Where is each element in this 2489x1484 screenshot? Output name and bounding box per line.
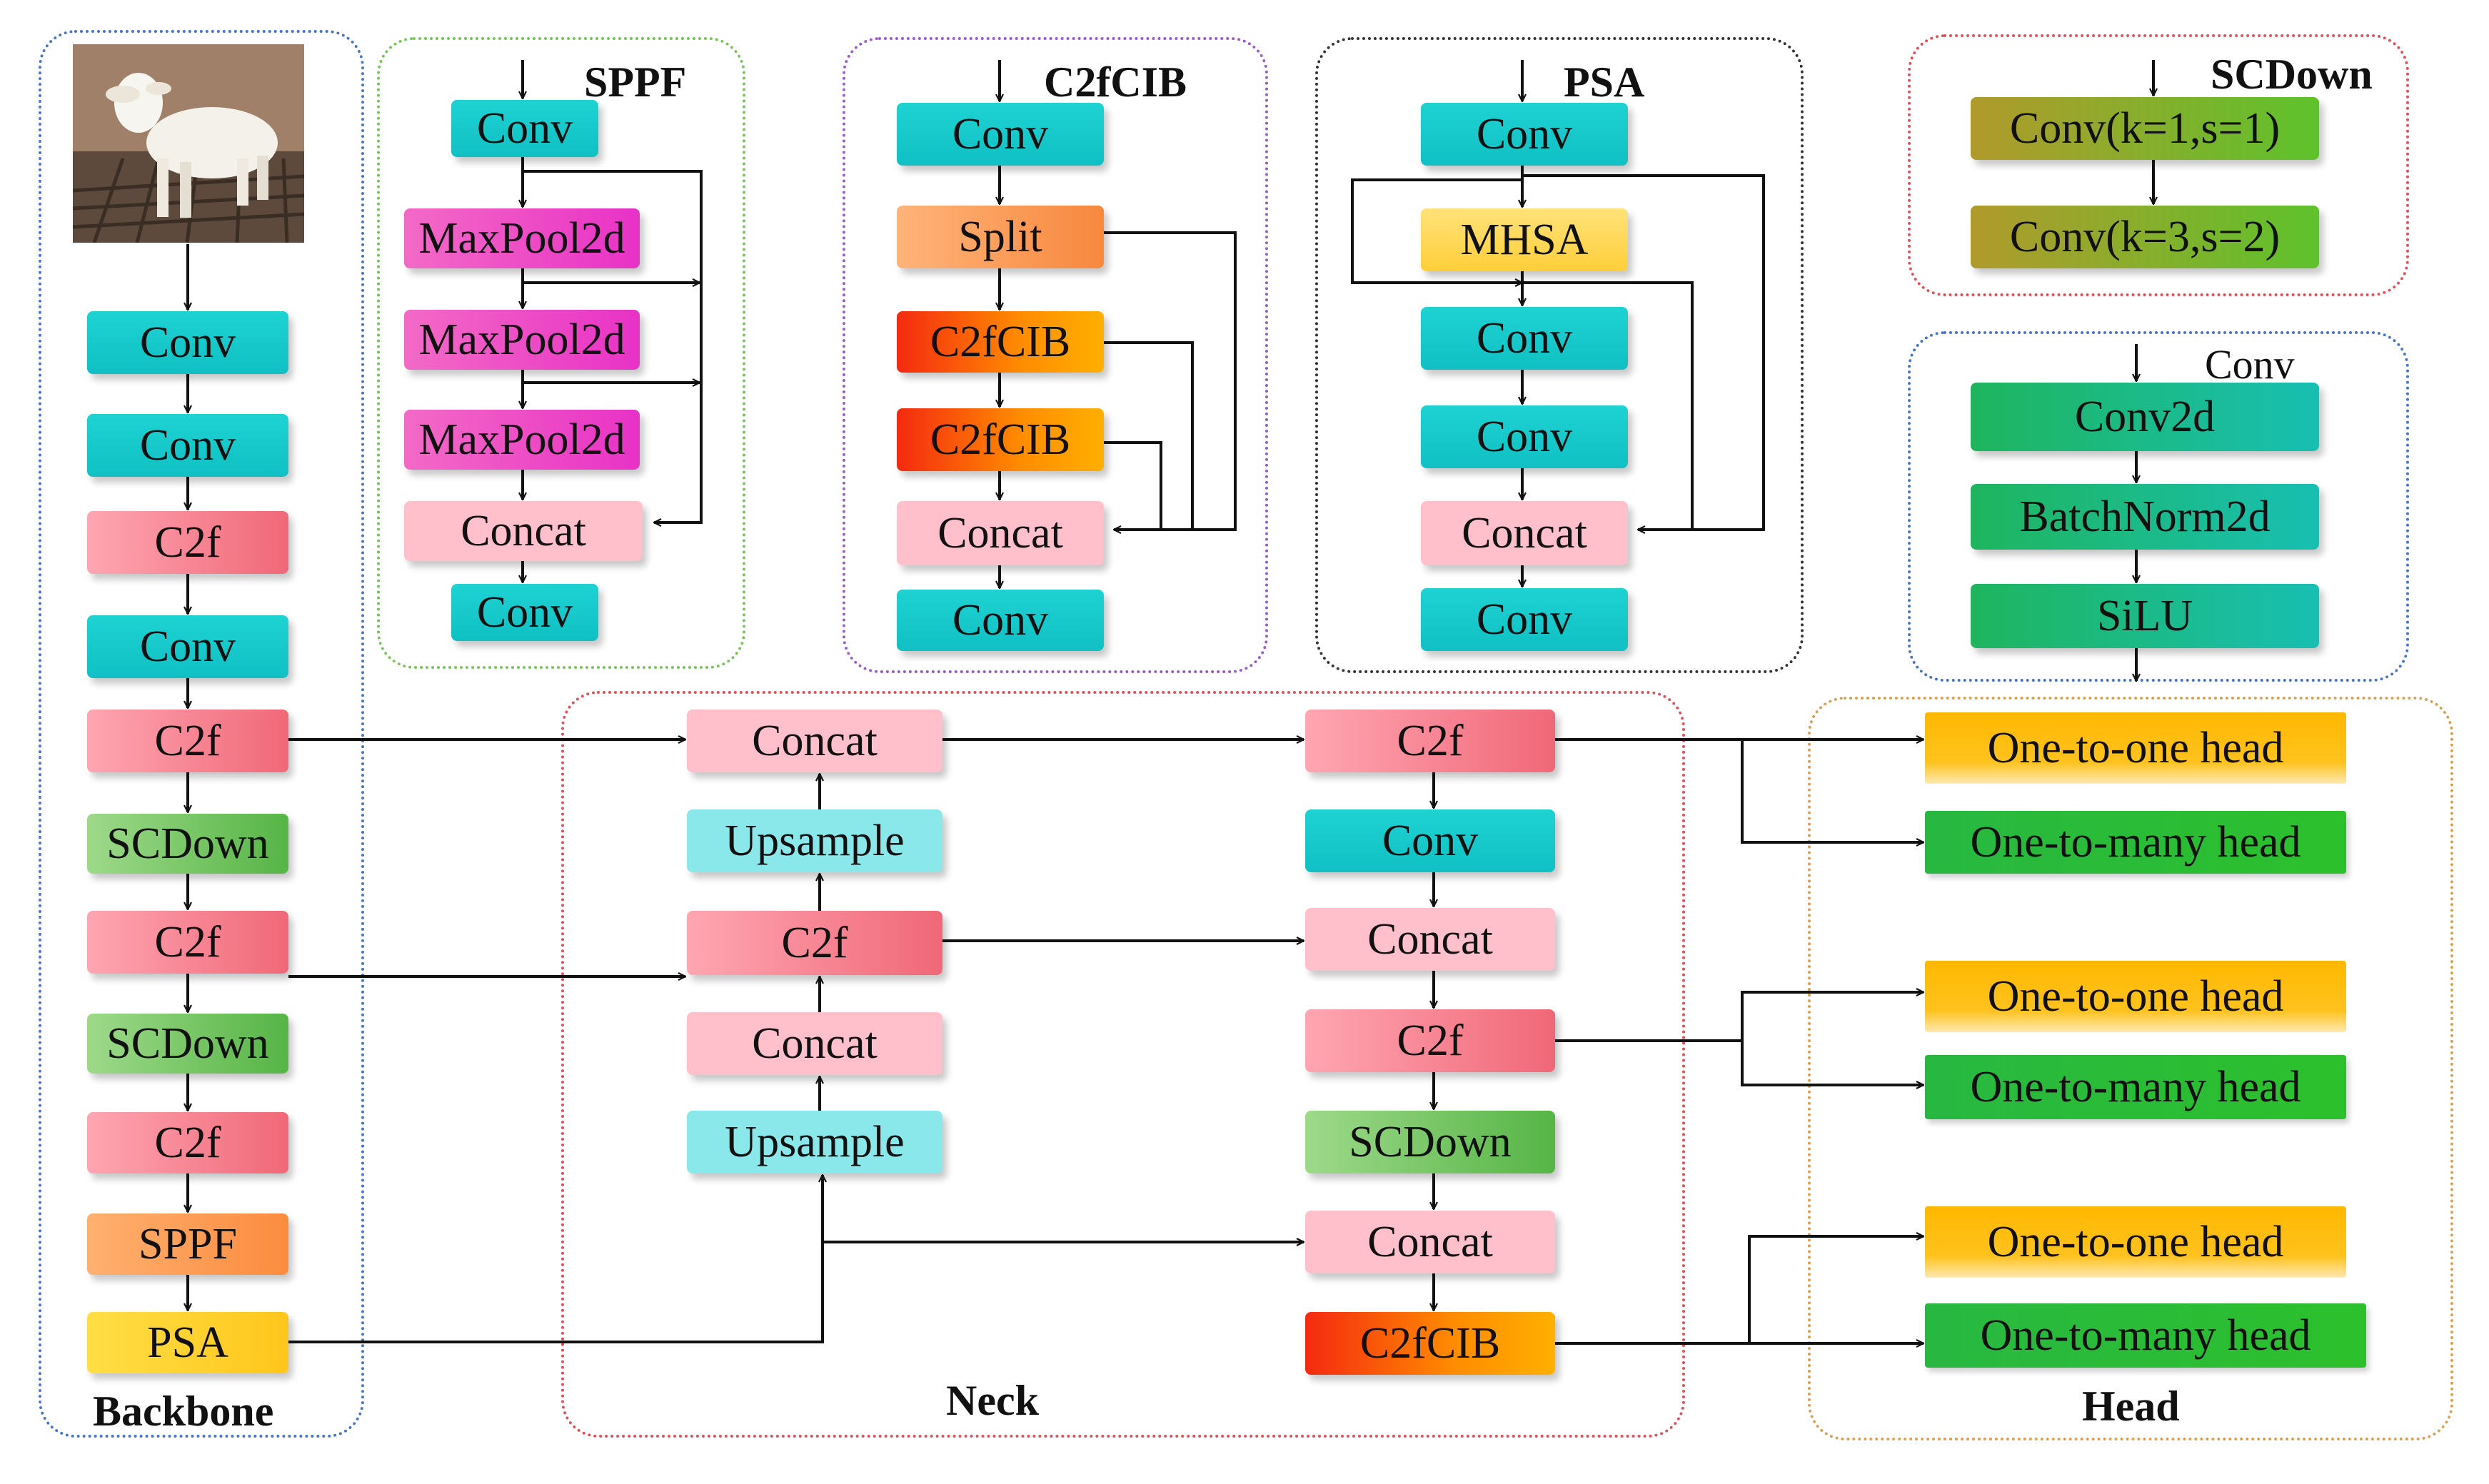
sppf-title: SPPF (584, 59, 687, 106)
neck-concat-r2: Concat (1305, 1211, 1555, 1273)
backbone-scdown-1: SCDown (87, 814, 288, 874)
head-one-to-one-1: One-to-one head (1925, 712, 2346, 784)
backbone-group (39, 30, 364, 1438)
neck-c2fcib-r: C2fCIB (1305, 1312, 1555, 1375)
scdown-conv-k3s2: Conv(k=3,s=2) (1971, 206, 2319, 268)
neck-c2f-r1: C2f (1305, 710, 1555, 772)
head-group (1808, 697, 2453, 1440)
psa-group (1315, 37, 1804, 673)
arrow (1104, 341, 1194, 530)
conv-detail-silu: SiLU (1971, 584, 2319, 648)
arrow (1748, 1236, 1924, 1343)
sppf-concat: Concat (404, 501, 643, 561)
psa-title: PSA (1564, 59, 1645, 106)
c2fcib-block-2: C2fCIB (897, 408, 1104, 471)
backbone-c2f-2: C2f (87, 710, 288, 772)
neck-concat-r1: Concat (1305, 908, 1555, 971)
scdown-group (1908, 34, 2409, 296)
neck-c2f-r2: C2f (1305, 1009, 1555, 1072)
backbone-sppf: SPPF (87, 1213, 288, 1275)
goat-photo (73, 44, 304, 243)
c2fcib-conv-1: Conv (897, 103, 1104, 166)
neck-conv-r: Conv (1305, 809, 1555, 872)
backbone-scdown-2: SCDown (87, 1014, 288, 1074)
sppf-conv-2: Conv (451, 584, 598, 641)
neck-upsample-top: Upsample (687, 809, 942, 872)
neck-scdown-r: SCDown (1305, 1111, 1555, 1173)
head-title: Head (2082, 1383, 2180, 1430)
c2fcib-split: Split (897, 206, 1104, 268)
arrow (1741, 740, 1924, 842)
neck-group (561, 691, 1685, 1438)
arrow (1351, 178, 1522, 283)
arrow (1741, 1041, 1924, 1085)
arrow (1522, 281, 1694, 530)
conv-detail-group (1908, 331, 2409, 682)
neck-c2f-left: C2f (687, 911, 942, 975)
conv-detail-title: Conv (2205, 341, 2295, 388)
sppf-maxpool-2: MaxPool2d (404, 310, 640, 370)
c2fcib-group (843, 37, 1268, 673)
backbone-conv-1: Conv (87, 311, 288, 374)
sppf-group (377, 37, 745, 669)
head-one-to-many-1: One-to-many head (1925, 811, 2346, 874)
head-one-to-many-3: One-to-many head (1925, 1303, 2366, 1368)
arrow (1104, 441, 1162, 530)
conv-detail-conv2d: Conv2d (1971, 383, 2319, 451)
neck-concat-mid: Concat (687, 1012, 942, 1075)
backbone-psa: PSA (87, 1312, 288, 1373)
arrow (523, 170, 703, 523)
psa-conv-3: Conv (1421, 405, 1628, 468)
psa-conv-1: Conv (1421, 103, 1628, 166)
scdown-title: SCDown (2211, 51, 2373, 98)
arrow (1104, 231, 1237, 530)
psa-conv-4: Conv (1421, 588, 1628, 651)
head-one-to-many-2: One-to-many head (1925, 1055, 2346, 1119)
arrow (1555, 992, 1924, 1042)
neck-title: Neck (946, 1377, 1039, 1424)
neck-upsample-low: Upsample (687, 1111, 942, 1173)
neck-concat-top: Concat (687, 710, 942, 772)
sppf-maxpool-3: MaxPool2d (404, 410, 640, 470)
c2fcib-block-1: C2fCIB (897, 311, 1104, 373)
arrow (288, 1175, 823, 1343)
backbone-c2f-3: C2f (87, 911, 288, 974)
psa-mhsa: MHSA (1421, 208, 1628, 271)
c2fcib-title: C2fCIB (1044, 59, 1187, 106)
backbone-conv-2: Conv (87, 414, 288, 477)
scdown-conv-k1s1: Conv(k=1,s=1) (1971, 97, 2319, 160)
sppf-conv-1: Conv (451, 100, 598, 157)
backbone-conv-3: Conv (87, 615, 288, 678)
backbone-c2f-4: C2f (87, 1112, 288, 1173)
head-one-to-one-3: One-to-one head (1925, 1206, 2346, 1278)
arrow (1522, 174, 1765, 531)
c2fcib-concat: Concat (897, 501, 1104, 565)
psa-concat: Concat (1421, 501, 1628, 565)
backbone-c2f-1: C2f (87, 511, 288, 574)
sppf-maxpool-1: MaxPool2d (404, 208, 640, 268)
c2fcib-conv-2: Conv (897, 590, 1104, 651)
conv-detail-batchnorm2d: BatchNorm2d (1971, 484, 2319, 550)
backbone-title: Backbone (93, 1388, 274, 1435)
head-one-to-one-2: One-to-one head (1925, 961, 2346, 1032)
psa-conv-2: Conv (1421, 307, 1628, 370)
